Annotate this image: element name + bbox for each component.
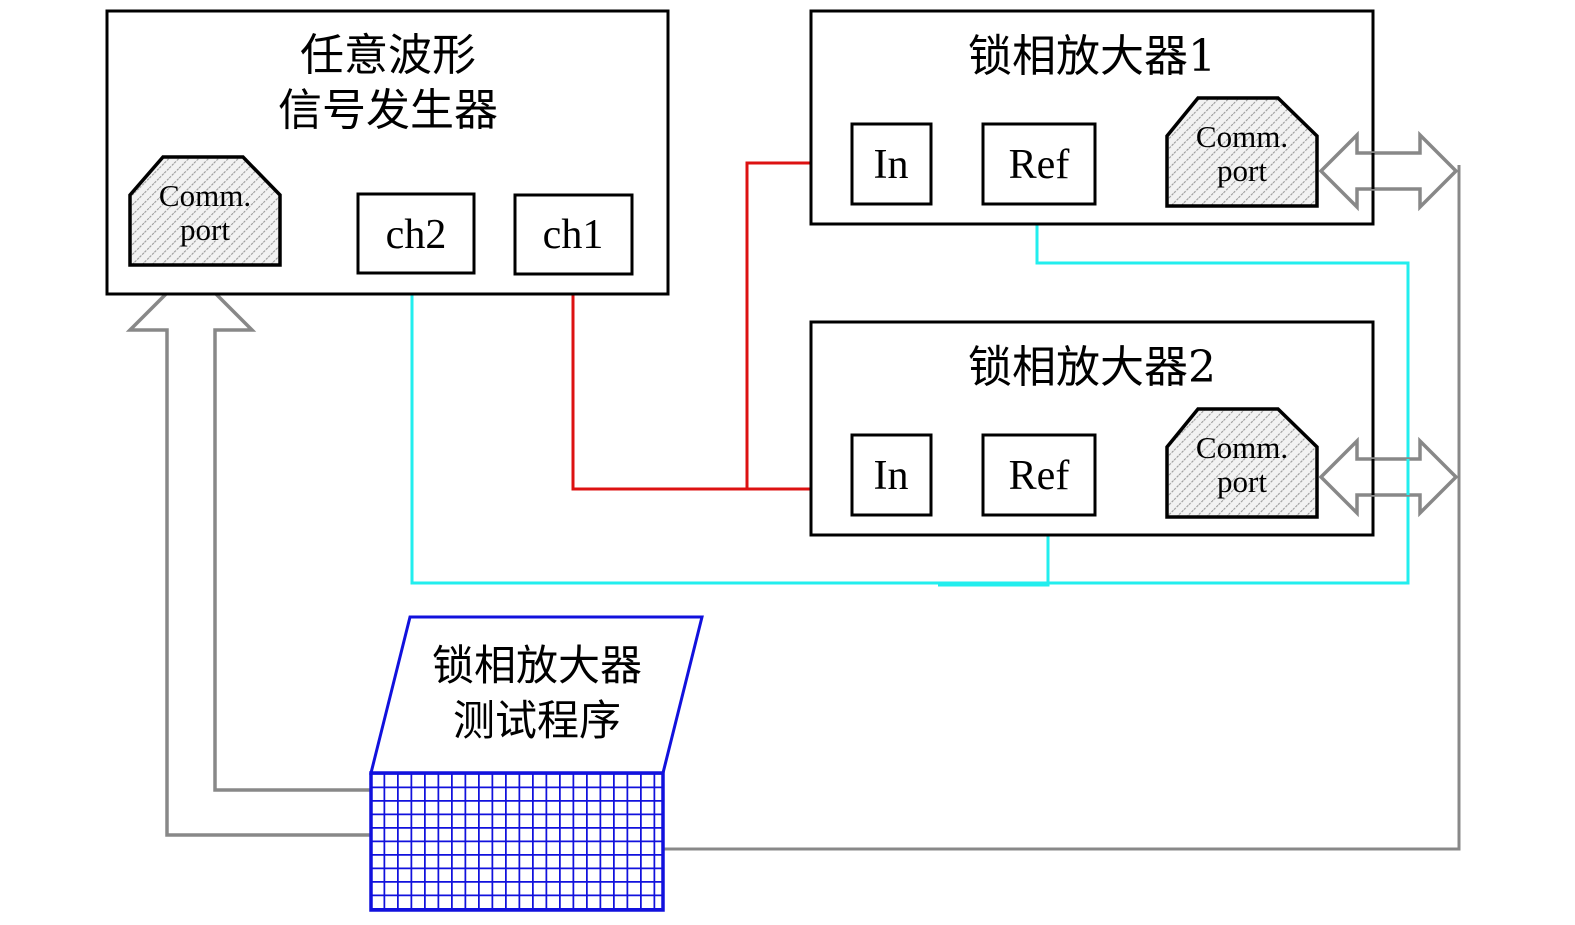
comm-double-arrow-lockin2 [1318,436,1459,518]
ch2-box [356,192,476,275]
comm-port-label-line2: port [1217,464,1267,499]
generator-ch1-port[interactable]: ch1 [513,193,634,276]
comm-port-label-line1: Comm. [1196,119,1288,154]
comm-line-to-lockins [663,165,1461,851]
generator-title-line1: 任意波形 [300,30,476,81]
computer-keyboard [369,771,665,912]
lockin1-in-label: In [874,142,909,188]
lockin1-ref-label: Ref [1009,142,1070,188]
ch1-box [513,193,634,276]
lockin-amplifier-2: 锁相放大器2 In Ref Comm. port [809,320,1375,537]
lockin-amplifier-1: 锁相放大器1 In Ref Comm. port [809,9,1375,226]
lockin2-in-label: In [874,453,909,499]
generator-comm-port[interactable]: Comm. port [128,155,282,267]
comm-port-shape [128,155,282,267]
lockin1-title: 锁相放大器1 [968,31,1216,82]
signal-wire-ch1-to-in2 [571,272,853,491]
comm-port-label-line2: port [180,212,230,247]
comm-port-label-line1: Comm. [1196,430,1288,465]
generator-title-line2: 信号发生器 [278,85,498,136]
comm-port-shape [1165,96,1319,208]
lockin1-in-port[interactable]: In [850,122,933,206]
waveform-generator: 任意波形 信号发生器 Comm. port ch2 ch1 [105,9,670,296]
lockin1-ref-port[interactable]: Ref [981,122,1097,206]
lockin2-in-port[interactable]: In [850,433,933,517]
lockin2-ref-port[interactable]: Ref [981,433,1097,517]
program-title-line1: 锁相放大器 [432,641,642,690]
lockin1-comm-port[interactable]: Comm. port [1165,96,1319,208]
program-title-line2: 测试程序 [453,696,621,745]
lockin2-comm-port[interactable]: Comm. port [1165,407,1319,519]
lockin2-in-box [850,433,933,517]
lockin1-in-box [850,122,933,206]
lockin2-title: 锁相放大器2 [968,342,1216,393]
ch2-label: ch2 [386,212,447,258]
comm-port-label-line1: Comm. [159,178,251,213]
test-program-computer[interactable]: 锁相放大器 测试程序 [369,615,704,912]
reference-wire-ch2 [410,204,1410,585]
comm-double-arrow-lockin1 [1318,130,1459,212]
reference-wire-to-ref2 [938,514,1050,587]
generator-ch2-port[interactable]: ch2 [356,192,476,275]
lockin2-ref-label: Ref [1009,453,1070,499]
comm-arrow-to-generator [125,266,371,837]
ch1-label: ch1 [543,212,604,258]
comm-port-label-line2: port [1217,153,1267,188]
lockin2-ref-box [981,433,1097,517]
lockin1-ref-box [981,122,1097,206]
comm-port-shape [1165,407,1319,519]
